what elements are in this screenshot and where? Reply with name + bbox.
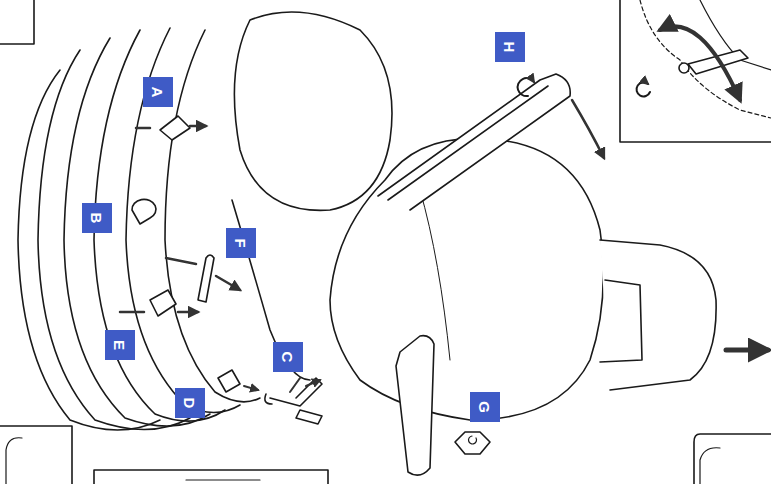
callout-letter: C: [273, 342, 303, 372]
callout-letter: F: [226, 228, 256, 258]
callout-letter: D: [175, 388, 205, 418]
callout-letter: E: [105, 330, 135, 360]
callout-letter: G: [470, 392, 500, 422]
callout-letter: B: [82, 203, 112, 233]
callout-letter: A: [143, 77, 173, 107]
callout-letter: H: [495, 32, 525, 62]
